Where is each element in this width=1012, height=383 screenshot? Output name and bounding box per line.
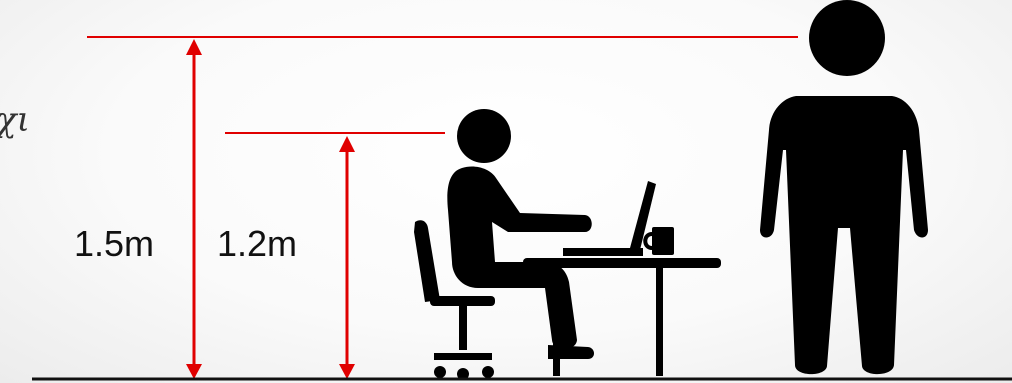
standing-height-label: 1.5m [74, 226, 154, 262]
measure-standing [87, 37, 798, 379]
standing-arrow-head-top [186, 39, 202, 55]
coffee-mug-icon [645, 227, 674, 255]
seated-arrow-head-bottom [339, 364, 355, 379]
seated-person-icon [447, 109, 594, 359]
seated-arrow-head-top [339, 136, 355, 152]
standing-arrow-head-bottom [186, 364, 202, 379]
standing-person-icon [760, 0, 928, 374]
seated-height-label: 1.2m [217, 226, 297, 262]
